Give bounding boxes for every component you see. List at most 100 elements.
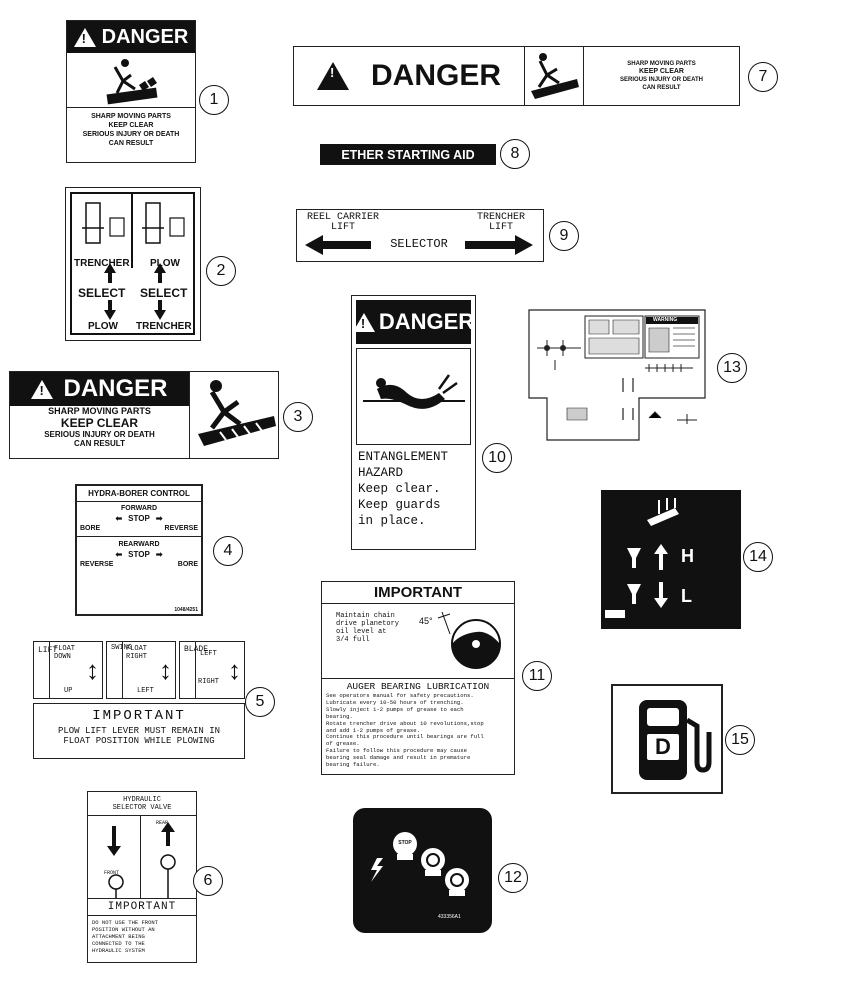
- swing-vertical-label: SWING: [111, 644, 133, 652]
- entanglement-pictogram: [356, 348, 471, 445]
- callout-15: 15: [725, 725, 755, 755]
- text-serious-injury: SERIOUS INJURY OR DEATH: [620, 77, 703, 83]
- falling-person-pictogram: [67, 53, 195, 108]
- callout-11: 11: [522, 661, 552, 691]
- msg-line-1: DO NOT USE THE FRONT: [92, 919, 159, 926]
- warning-triangle-icon: [73, 27, 96, 47]
- danger-header: DANGER: [63, 375, 168, 402]
- plow-message-line2: FLOAT POSITION WHILE PLOWING: [63, 736, 215, 746]
- label-rearward: REARWARD: [118, 541, 160, 548]
- label-plow-top: PLOW: [150, 258, 180, 269]
- callout-8: 8: [500, 139, 530, 169]
- decal-2-trencher-plow-selector: TRENCHER PLOW SELECT SELECT PLOW TRENCHE…: [65, 187, 201, 341]
- text-serious-injury: SERIOUS INJURY OR DEATH: [44, 430, 155, 439]
- decal-12-key-switch: STOP 433356A1: [353, 808, 492, 933]
- text-keep-clear: KEEP CLEAR: [639, 68, 684, 75]
- blade-vertical-label: BLADE: [184, 645, 209, 654]
- text-can-result: CAN RESULT: [642, 85, 681, 91]
- msg-line-5: HYDRAULIC SYSTEM: [92, 947, 145, 954]
- decal-7-danger-wide: DANGER SHARP MOVING PARTS KEEP CLEAR SER…: [293, 46, 740, 106]
- callout-2: 2: [206, 256, 236, 286]
- callout-12: 12: [498, 863, 528, 893]
- label-reverse-1: REVERSE: [164, 525, 198, 532]
- right-arrow-icon: ➡: [155, 514, 163, 523]
- selector-handle-pictogram: [107, 822, 176, 898]
- danger-header: DANGER: [101, 25, 189, 48]
- decal-10-danger-entanglement: DANGER ENTANGLEMENT HAZARD Keep clear. K…: [351, 295, 476, 550]
- body-line-7: Continue this procedure until bearings a…: [326, 733, 484, 741]
- label-front: FRONT: [104, 870, 120, 876]
- callout-10: 10: [482, 443, 512, 473]
- callout-7: 7: [748, 62, 778, 92]
- text-sharp-moving-parts: SHARP MOVING PARTS: [627, 61, 696, 67]
- maintain-line-3: oil level at: [336, 628, 387, 636]
- ether-text: ETHER STARTING AID: [341, 147, 475, 162]
- decal-6-hydraulic-selector-valve: HYDRAULIC SELECTOR VALVE FRONT REAR IMPO…: [87, 791, 197, 963]
- body-line-8: of grease.: [326, 740, 360, 748]
- body-line-5: Rotate trencher drive about 10 revolutio…: [326, 719, 484, 727]
- label-up: UP: [64, 687, 73, 695]
- decal-9-reel-trencher-selector: REEL CARRIER LIFT TRENCHER LIFT SELECTOR: [296, 209, 544, 262]
- label-blade-right: RIGHT: [198, 678, 220, 686]
- label-select-left: SELECT: [78, 286, 126, 300]
- text-sharp-moving-parts: SHARP MOVING PARTS: [48, 406, 151, 416]
- label-lift-left: LIFT: [331, 222, 356, 233]
- falling-person-pictogram: [525, 47, 584, 105]
- label-trencher-bottom: TRENCHER: [136, 321, 192, 332]
- label-trencher-top: TRENCHER: [74, 258, 130, 269]
- important-title: IMPORTANT: [88, 899, 196, 916]
- maintain-line-2: drive planetory: [336, 620, 400, 628]
- up-down-arrow-icon: ↕: [159, 655, 172, 685]
- text-hazard: HAZARD: [358, 466, 404, 480]
- label-plow-bottom: PLOW: [88, 321, 118, 332]
- label-stop-forward: STOP: [128, 514, 150, 523]
- plow-important-decal: IMPORTANT PLOW LIFT LEVER MUST REMAIN IN…: [33, 703, 245, 759]
- decal-1-danger-sharp-parts: DANGER SHARP MOVING PARTS KEEP CLEAR SER…: [66, 20, 196, 163]
- decal-15-diesel-fuel: D: [611, 684, 723, 794]
- body-line-6: and add 1-2 pumps of grease.: [326, 726, 420, 734]
- label-reel-carrier: REEL CARRIER: [307, 212, 380, 223]
- label-stop-rearward: STOP: [128, 550, 150, 559]
- plow-message-line1: PLOW LIFT LEVER MUST REMAIN IN: [57, 726, 221, 736]
- decal-11-important-lubrication: IMPORTANT Maintain chain drive planetory…: [321, 581, 515, 775]
- label-float-right: FLOAT RIGHT: [126, 645, 148, 661]
- text-entanglement: ENTANGLEMENT: [358, 450, 449, 464]
- label-forward: FORWARD: [120, 505, 158, 512]
- warning-triangle-icon: [31, 379, 54, 399]
- diesel-letter: D: [655, 734, 671, 759]
- up-down-arrow-icon: ↕: [86, 655, 99, 685]
- maintain-line-4: 3/4 full: [336, 636, 370, 644]
- danger-header: DANGER: [370, 59, 501, 92]
- label-lift-right: LIFT: [488, 222, 513, 233]
- selector-valve-pictogram: [70, 192, 195, 335]
- label-high: H: [681, 546, 694, 566]
- label-low: L: [681, 586, 692, 606]
- stop-label: STOP: [398, 840, 412, 846]
- warning-triangle-icon: [316, 62, 349, 90]
- body-line-1: See operators manual for safety precauti…: [326, 692, 474, 699]
- body-line-10: bearing seal damage and result in premat…: [326, 754, 471, 762]
- key-switch-pictogram: [371, 832, 469, 896]
- callout-5: 5: [245, 687, 275, 717]
- decal-8-ether-starting-aid: ETHER STARTING AID: [320, 144, 496, 165]
- body-line-9: Failure to follow this procedure may cau…: [326, 747, 467, 755]
- decal-code: 433356A1: [438, 914, 461, 920]
- msg-line-4: CONNECTED TO THE: [92, 940, 145, 947]
- important-title: IMPORTANT: [92, 708, 186, 724]
- angle-label: 45°: [419, 616, 433, 626]
- left-arrow-icon: ⬅: [115, 514, 123, 523]
- label-trencher: TRENCHER: [476, 212, 525, 223]
- label-reverse-2: REVERSE: [80, 561, 114, 568]
- text-keep-guards: Keep guards: [358, 498, 441, 512]
- hydraulic-title-2: SELECTOR VALVE: [112, 804, 172, 812]
- callout-6: 6: [193, 866, 223, 896]
- blade-lever-decal: BLADE LEFT RIGHT ↕: [179, 641, 245, 699]
- warning-triangle-icon: [352, 312, 375, 332]
- callout-14: 14: [743, 542, 773, 572]
- body-line-2: Lubricate every 10-50 hours of trenching…: [326, 698, 464, 706]
- label-selector: SELECTOR: [390, 237, 448, 251]
- callout-1: 1: [199, 85, 229, 115]
- decal-code: 1048/4251: [174, 607, 198, 613]
- label-blade-left: LEFT: [200, 650, 217, 658]
- swing-lever-decal: SWING FLOAT RIGHT LEFT ↕: [106, 641, 176, 699]
